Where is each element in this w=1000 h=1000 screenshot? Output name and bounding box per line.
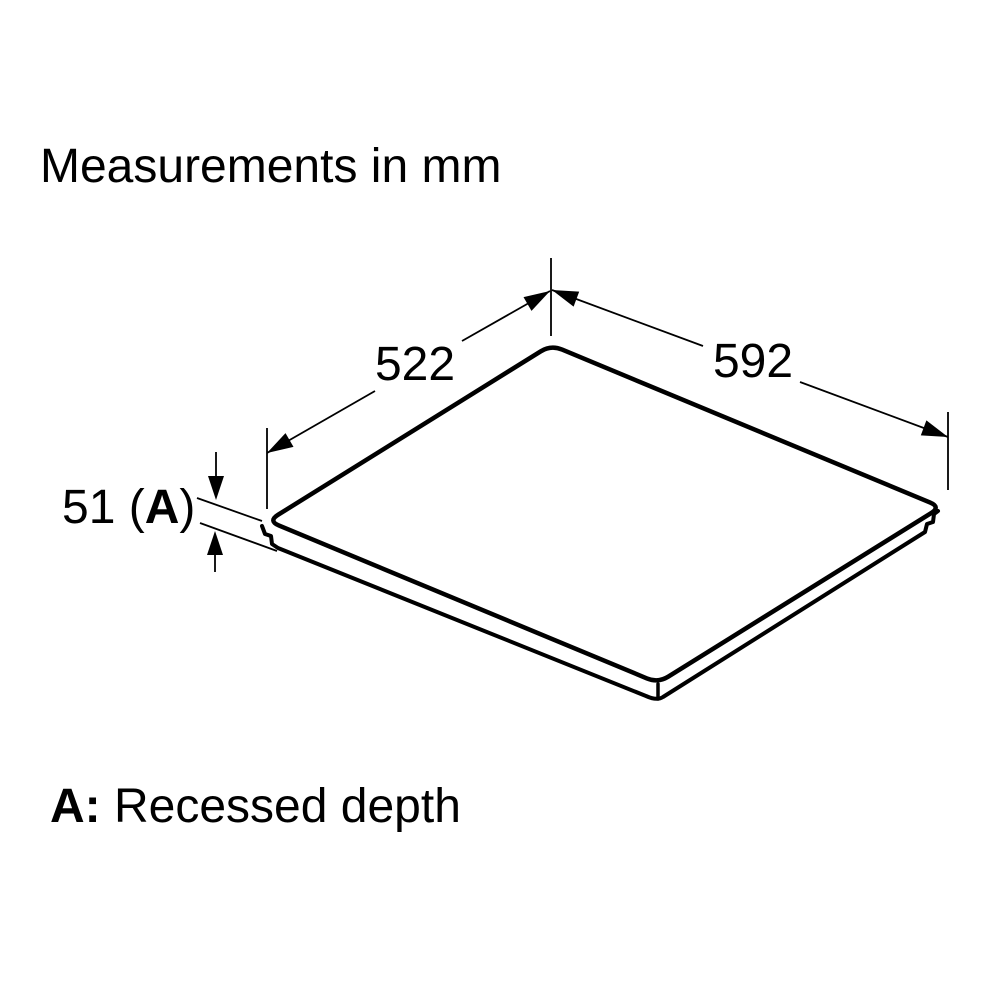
extension-line-recess-top: [196, 497, 263, 522]
diagram-title: Measurements in mm: [40, 140, 501, 193]
dimension-line-592-left: [551, 289, 704, 347]
arrowhead-recess-up: [207, 531, 223, 555]
recess-label-suffix: ): [179, 481, 195, 534]
extension-line-recess-bottom: [199, 522, 278, 552]
legend-ref: A:: [50, 780, 101, 833]
dimension-label-51A: 51 (A): [62, 481, 195, 534]
dimension-label-592: 592: [713, 335, 793, 388]
arrowhead-522-lower: [267, 433, 294, 453]
dimension-recess-51: 51 (A): [62, 452, 278, 572]
hob-outline: [260, 345, 940, 701]
arrowhead-recess-down: [208, 476, 224, 500]
recess-label-prefix: 51 (: [62, 481, 145, 534]
dimension-width-592: 592: [551, 289, 949, 490]
arrowhead-522-upper: [523, 291, 550, 311]
arrowhead-592-right: [920, 420, 948, 437]
hob-front-lip: [260, 509, 940, 701]
dimension-depth-522: 522: [266, 258, 552, 509]
legend-note: A: Recessed depth: [50, 780, 461, 833]
dimension-line-592-right: [799, 381, 949, 438]
hob-top-surface: [271, 345, 938, 683]
recess-label-ref: A: [145, 481, 180, 534]
dimension-label-522: 522: [375, 338, 455, 391]
legend-description: Recessed depth: [101, 780, 461, 833]
arrowhead-592-left: [552, 290, 580, 307]
